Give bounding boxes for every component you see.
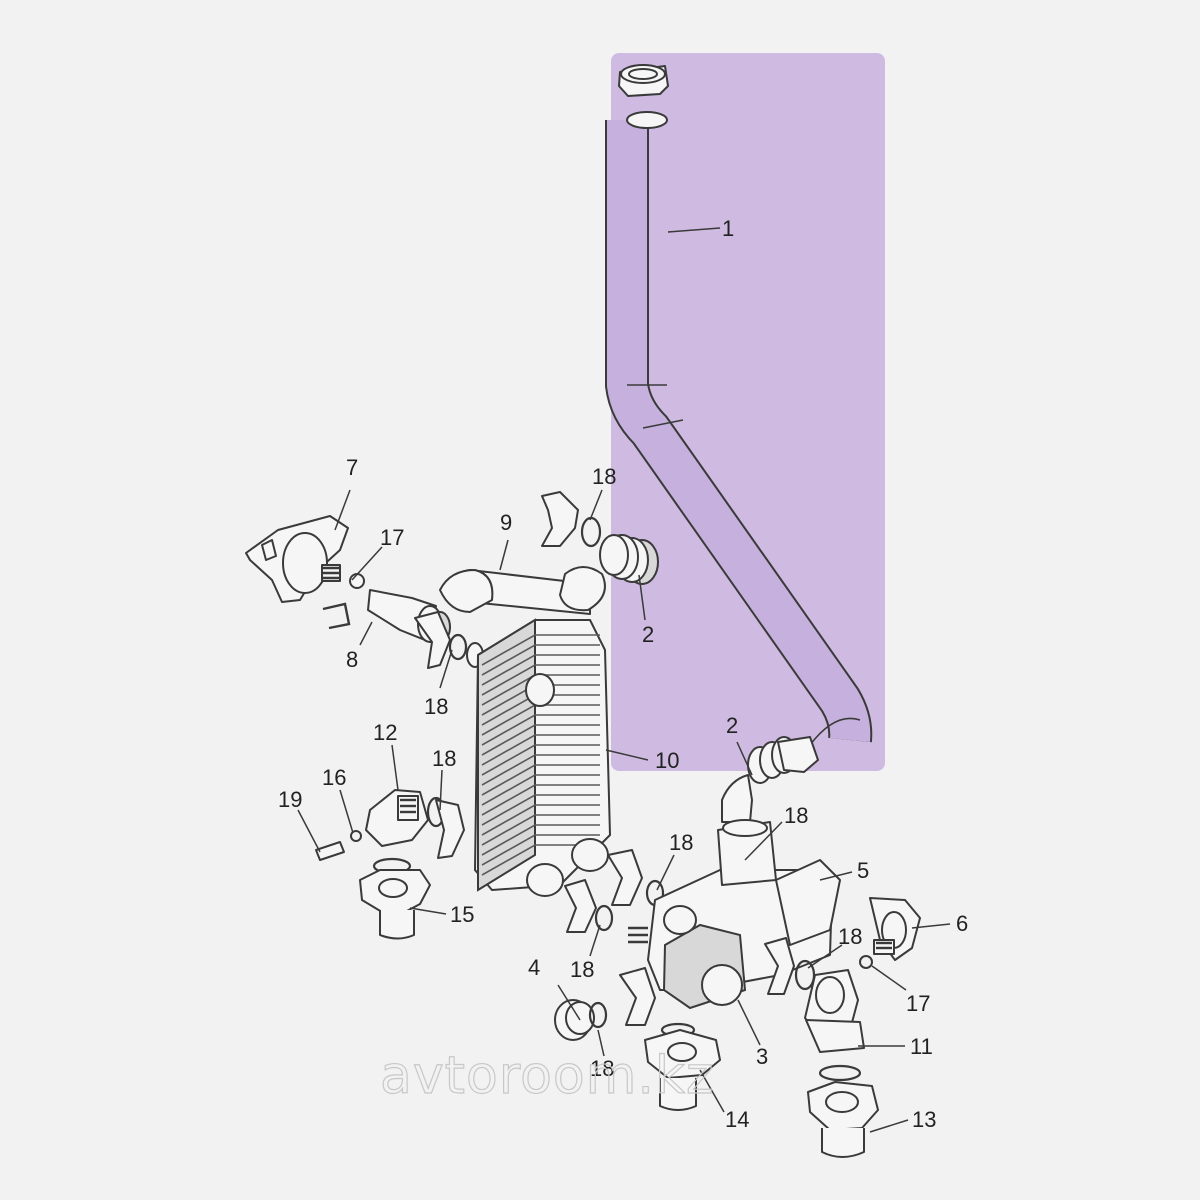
heat-exchanger-plate <box>481 754 600 786</box>
callout-8: 8 <box>346 647 358 672</box>
callout-4: 4 <box>528 955 540 980</box>
callout-11: 11 <box>910 1034 933 1059</box>
heat-exchanger-plate <box>481 804 600 836</box>
pipe-part-9 <box>439 566 606 615</box>
connector-part-2-lower <box>721 736 819 823</box>
clip-18-bottom <box>619 967 656 1026</box>
heat-exchanger-plate <box>481 794 600 826</box>
flange-part-14 <box>644 1022 721 1111</box>
heat-exchanger-plate <box>481 714 600 746</box>
callout-7: 7 <box>346 455 358 480</box>
connector-part-2-upper <box>599 534 659 585</box>
callout-18-right-upper: 18 <box>784 803 808 828</box>
callout-10: 10 <box>655 748 679 773</box>
o-ring-17a <box>349 573 365 589</box>
flange-part-13 <box>807 1064 879 1158</box>
heat-exchanger-plate <box>481 644 600 676</box>
pipe-part-1 <box>605 111 873 746</box>
o-ring-17b <box>859 955 873 969</box>
callout-9: 9 <box>500 510 512 535</box>
heat-exchanger-plate <box>481 814 600 846</box>
callout-19: 19 <box>278 787 302 812</box>
clip-8 <box>322 602 351 630</box>
heat-exchanger-plate <box>481 744 600 776</box>
callout-13: 13 <box>912 1107 936 1132</box>
clip-18-upper <box>541 491 602 548</box>
heat-exchanger-plate <box>481 784 600 816</box>
watermark: avtoroom.kz <box>380 1046 714 1106</box>
callout-15: 15 <box>450 902 474 927</box>
callout-18-left-lower: 18 <box>432 746 456 771</box>
callout-18-lower-left: 18 <box>570 957 594 982</box>
flange-part-11 <box>804 969 865 1053</box>
sensor-part-7 <box>245 515 349 603</box>
callout-2-lower: 2 <box>726 713 738 738</box>
flange-part-15 <box>359 857 431 940</box>
callout-12: 12 <box>373 720 397 745</box>
callout-16: 16 <box>322 765 346 790</box>
callout-5: 5 <box>857 858 869 883</box>
heat-exchanger-plate <box>481 734 600 766</box>
heat-exchanger-plate <box>481 764 600 796</box>
callout-18-mid: 18 <box>669 830 693 855</box>
callout-17-lower: 17 <box>906 991 930 1016</box>
heat-exchanger-plate <box>481 774 600 806</box>
fitting-part-12 <box>365 789 465 859</box>
heat-exchanger-plate <box>481 654 600 686</box>
callout-18-left-upper: 18 <box>424 694 448 719</box>
o-ring-16 <box>350 830 362 842</box>
heat-exchanger-plate <box>481 664 600 696</box>
clip-18-lower-group <box>564 849 665 933</box>
pin-19 <box>315 841 345 861</box>
callout-6: 6 <box>956 911 968 936</box>
callout-18-top: 18 <box>592 464 616 489</box>
callout-18-bottom: 18 <box>590 1056 614 1081</box>
clamp-top <box>618 64 669 97</box>
heat-exchanger-plate <box>481 834 600 866</box>
callout-17-upper: 17 <box>380 525 404 550</box>
sensor-part-6 <box>869 897 921 961</box>
callout-2-upper: 2 <box>642 622 654 647</box>
heat-exchanger-plate <box>481 824 600 856</box>
callout-18-right-lower: 18 <box>838 924 862 949</box>
callout-14: 14 <box>725 1107 749 1132</box>
callout-1: 1 <box>722 216 734 241</box>
heat-exchanger-part-10 <box>474 618 611 897</box>
housing-part-5 <box>717 819 841 946</box>
callout-3: 3 <box>756 1044 768 1069</box>
heat-exchanger-plate <box>481 724 600 756</box>
highlight-region <box>611 53 885 771</box>
heat-exchanger-plate <box>481 634 600 666</box>
leader-lines <box>297 227 951 1133</box>
